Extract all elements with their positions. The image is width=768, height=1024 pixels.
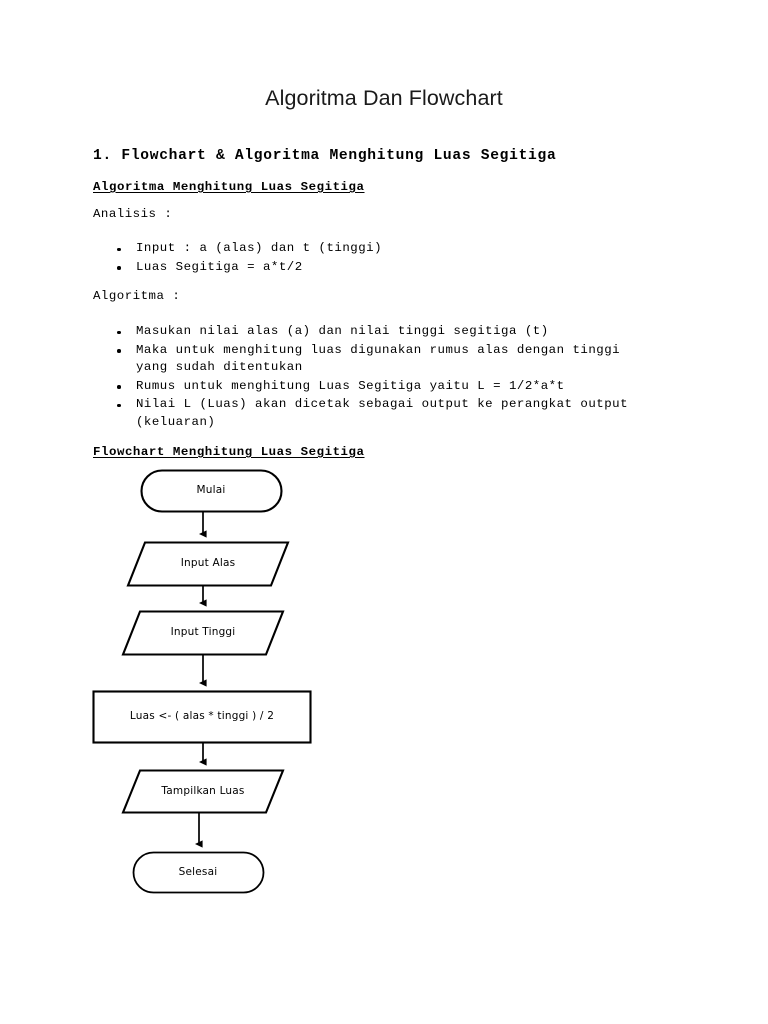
list-item: Rumus untuk menghitung Luas Segitiga yai… [112, 378, 712, 396]
subheading-algoritma: Algoritma Menghitung Luas Segitiga [93, 180, 365, 194]
list-item-text: Luas Segitiga = a*t/2 [136, 259, 303, 274]
list-item-text: Rumus untuk menghitung Luas Segitiga yai… [136, 378, 565, 393]
algoritma-label: Algoritma : [93, 289, 181, 303]
list-item: Luas Segitiga = a*t/2 [112, 259, 712, 277]
flow-label-selesai: Selesai [178, 866, 218, 878]
algoritma-list: Masukan nilai alas (a) dan nilai tinggi … [112, 323, 712, 432]
subheading-flowchart: Flowchart Menghitung Luas Segitiga [93, 445, 365, 459]
flow-label-input-tinggi: Input Tinggi [170, 626, 236, 638]
list-item: Maka untuk menghitung luas digunakan rum… [112, 342, 712, 377]
page-title: Algoritma Dan Flowchart [265, 86, 503, 110]
section-heading-1: 1. Flowchart & Algoritma Menghitung Luas… [93, 148, 557, 164]
flow-label-mulai: Mulai [196, 484, 226, 496]
flow-label-hitung-luas: Luas <- ( alas * tinggi ) / 2 [129, 710, 275, 722]
list-item-text: Nilai L (Luas) akan dicetak sebagai outp… [136, 397, 629, 411]
flow-label-input-alas: Input Alas [180, 557, 236, 569]
flow-label-tampilkan-luas: Tampilkan Luas [161, 785, 245, 797]
list-item-text-continued: yang sudah ditentukan [136, 360, 303, 374]
analisis-label: Analisis : [93, 207, 173, 221]
list-item-text: Maka untuk menghitung luas digunakan rum… [136, 342, 621, 357]
list-item-text: Input : a (alas) dan t (tinggi) [136, 241, 383, 255]
list-item: Input : a (alas) dan t (tinggi) [112, 240, 712, 258]
list-item-text: Masukan nilai alas (a) dan nilai tinggi … [136, 324, 549, 338]
list-item-text-continued: (keluaran) [136, 414, 216, 429]
list-item: Nilai L (Luas) akan dicetak sebagai outp… [112, 396, 712, 431]
analisis-list: Input : a (alas) dan t (tinggi) Luas Seg… [112, 240, 712, 277]
list-item: Masukan nilai alas (a) dan nilai tinggi … [112, 323, 712, 341]
